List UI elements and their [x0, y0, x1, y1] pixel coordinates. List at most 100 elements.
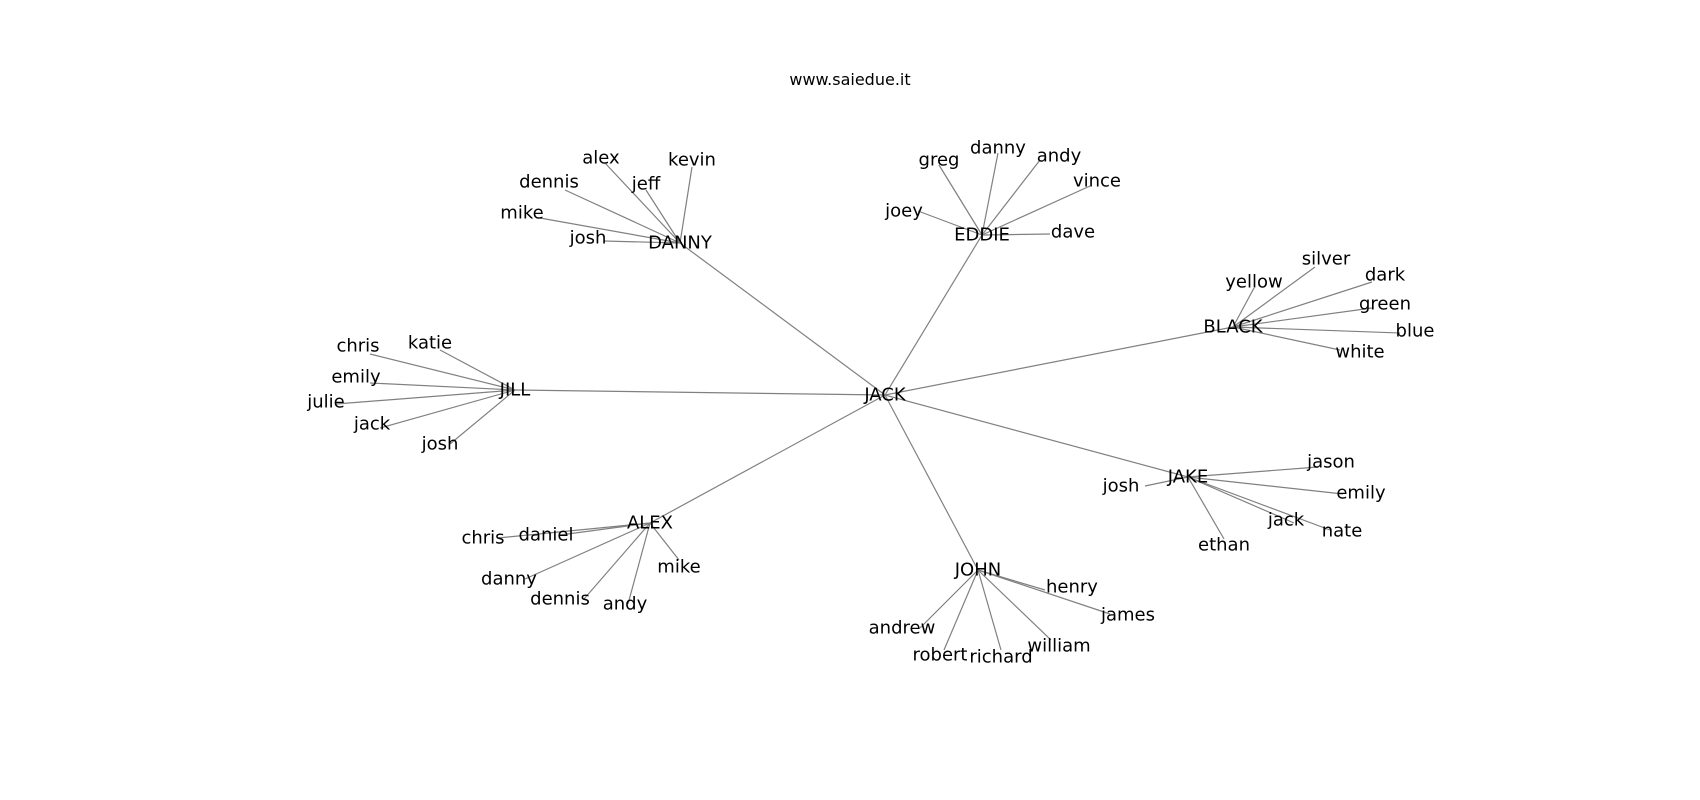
- edge-jill-josh: [449, 389, 516, 445]
- leaf-node-jill-jack: jack: [353, 414, 391, 435]
- leaf-node-black-green: green: [1359, 294, 1411, 315]
- leaf-node-jake-jack: jack: [1267, 510, 1305, 531]
- leaf-node-danny-dennis: dennis: [519, 172, 579, 193]
- hub-node-alex: ALEX: [627, 513, 673, 534]
- edge-eddie-andy: [981, 159, 1041, 236]
- edge-john-richard: [977, 569, 1002, 651]
- edge-jill-katie: [439, 349, 516, 391]
- edge-john-andrew: [919, 569, 979, 629]
- leaf-node-danny-josh: josh: [569, 228, 607, 249]
- edge-center-john: [884, 394, 979, 571]
- leaf-node-jake-ethan: ethan: [1198, 535, 1250, 556]
- edge-danny-josh: [603, 240, 681, 244]
- leaf-node-john-andrew: andrew: [869, 618, 936, 639]
- leaf-node-eddie-joey: joey: [884, 201, 923, 222]
- edge-jake-jack: [1187, 476, 1295, 524]
- hub-node-danny: DANNY: [648, 233, 713, 254]
- edge-jill-julie: [335, 389, 516, 405]
- edge-alex-dennis: [583, 522, 651, 600]
- edge-eddie-danny: [981, 152, 999, 236]
- leaf-node-john-james: james: [1100, 605, 1155, 626]
- edge-eddie-dave: [981, 233, 1051, 236]
- edge-center-black: [884, 326, 1234, 396]
- labels-layer: DANNY alex kevin jeff dennis mike josh EDDIE gre…: [306, 138, 1434, 668]
- edge-danny-kevin: [679, 166, 693, 244]
- edge-black-silver: [1232, 266, 1316, 328]
- edge-john-robert: [943, 569, 979, 651]
- edge-danny-jeff: [645, 189, 681, 244]
- edge-eddie-vince: [981, 185, 1091, 236]
- leaf-node-jill-emily: emily: [331, 367, 381, 388]
- leaf-node-alex-dennis: dennis: [530, 589, 590, 610]
- leaf-node-john-henry: henry: [1046, 577, 1098, 598]
- edge-danny-dennis: [564, 189, 681, 244]
- leaf-node-alex-danny: danny: [481, 569, 537, 590]
- leaf-node-black-yellow: yellow: [1225, 272, 1282, 293]
- leaf-node-eddie-danny: danny: [970, 138, 1026, 159]
- leaf-node-jill-josh: josh: [421, 434, 459, 455]
- edge-danny-alex: [604, 162, 681, 244]
- hub-node-jill: JILL: [499, 380, 531, 401]
- edge-black-dark: [1232, 281, 1373, 328]
- edge-center-danny: [679, 242, 886, 396]
- edge-alex-andy: [627, 522, 651, 605]
- edge-jill-chris: [369, 353, 516, 391]
- leaf-node-black-white: white: [1335, 342, 1384, 363]
- leaf-node-john-richard: richard: [969, 647, 1032, 668]
- edge-center-eddie: [884, 234, 983, 396]
- edge-black-green: [1232, 307, 1373, 328]
- edge-center-alex: [649, 394, 886, 524]
- hub-node-john: JOHN: [954, 560, 1001, 581]
- hub-node-eddie: EDDIE: [954, 225, 1010, 246]
- edge-black-yellow: [1232, 287, 1255, 328]
- leaf-node-alex-mike: mike: [657, 557, 700, 578]
- edge-jake-nate: [1187, 476, 1331, 531]
- hub-node-black: BLACK: [1203, 317, 1263, 338]
- leaf-node-john-william: william: [1027, 636, 1090, 657]
- edge-jake-josh: [1144, 476, 1189, 487]
- edge-danny-mike: [539, 217, 681, 244]
- edge-jill-emily: [369, 382, 516, 391]
- diagram-title: www.saiedue.it: [789, 70, 911, 89]
- leaf-node-alex-andy: andy: [603, 594, 648, 615]
- leaf-node-alex-chris: chris: [461, 528, 504, 549]
- leaf-node-danny-jeff: jeff: [631, 174, 661, 195]
- leaf-node-danny-kevin: kevin: [668, 150, 716, 171]
- edge-john-james: [977, 569, 1111, 615]
- leaf-node-jake-nate: nate: [1322, 521, 1363, 542]
- edge-eddie-joey: [917, 210, 983, 236]
- leaf-node-jake-emily: emily: [1336, 483, 1386, 504]
- leaf-node-jake-jason: jason: [1306, 452, 1355, 473]
- leaf-node-eddie-andy: andy: [1037, 146, 1082, 167]
- edge-jake-ethan: [1187, 476, 1225, 540]
- edge-alex-danny: [524, 522, 651, 580]
- edge-eddie-greg: [938, 164, 983, 236]
- leaf-node-alex-daniel: daniel: [519, 525, 574, 546]
- leaf-node-danny-alex: alex: [582, 148, 620, 169]
- leaf-node-black-blue: blue: [1396, 321, 1435, 342]
- edge-center-jill: [514, 389, 886, 396]
- leaf-node-jill-chris: chris: [336, 336, 379, 357]
- hub-node-jake: JAKE: [1167, 467, 1208, 488]
- leaf-node-eddie-greg: greg: [919, 150, 960, 171]
- leaf-node-jill-katie: katie: [408, 333, 452, 354]
- edge-jake-jason: [1187, 466, 1319, 478]
- edge-jill-jack: [379, 389, 516, 429]
- leaf-node-john-robert: robert: [913, 645, 968, 666]
- edge-jake-emily: [1187, 476, 1344, 495]
- edge-alex-mike: [649, 522, 680, 561]
- center-node: JACK: [863, 385, 907, 406]
- edges-layer: [335, 152, 1401, 651]
- leaf-node-black-dark: dark: [1365, 265, 1406, 286]
- edge-black-white: [1232, 326, 1341, 351]
- edge-black-blue: [1232, 326, 1401, 334]
- leaf-node-jake-josh: josh: [1102, 476, 1140, 497]
- edge-center-jake: [884, 394, 1189, 478]
- leaf-node-eddie-dave: dave: [1051, 222, 1095, 243]
- leaf-node-jill-julie: julie: [306, 392, 345, 413]
- leaf-node-danny-mike: mike: [500, 203, 543, 224]
- edge-john-william: [977, 569, 1052, 641]
- leaf-node-black-silver: silver: [1302, 249, 1351, 270]
